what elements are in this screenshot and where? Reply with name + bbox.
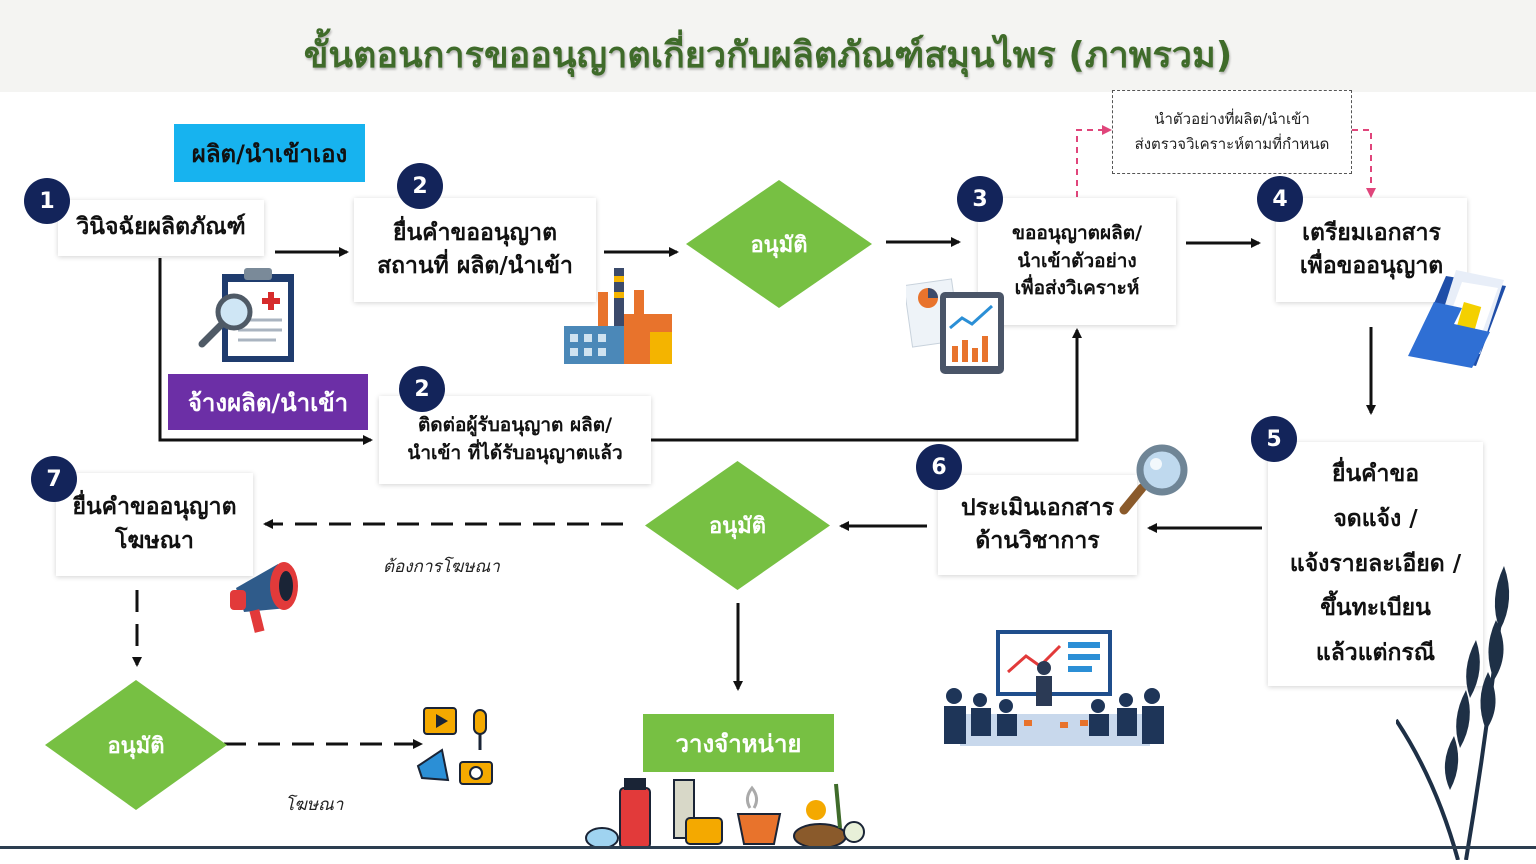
step-2b-line2: นำเข้า ที่ได้รับอนุญาตแล้ว bbox=[407, 442, 623, 464]
tag-sale: วางจำหน่าย bbox=[643, 714, 834, 772]
want-advert-label: ต้องการโฆษณา bbox=[383, 557, 500, 577]
magnifier-icon bbox=[1119, 444, 1188, 515]
step-7-box: ยื่นคำขออนุญาต โฆษณา bbox=[56, 473, 253, 576]
approve-diamond-1: อนุมัติ bbox=[686, 180, 872, 308]
step-3-badge: 3 bbox=[957, 176, 1003, 222]
step-2a-badge: 2 bbox=[397, 163, 443, 209]
note-line2: ส่งตรวจวิเคราะห์ตามที่กำหนด bbox=[1134, 135, 1330, 153]
approve-diamond-1-label: อนุมัติ bbox=[750, 232, 808, 258]
note-line1: นำตัวอย่างที่ผลิต/นำเข้า bbox=[1154, 110, 1310, 129]
step-1-badge: 1 bbox=[24, 178, 70, 224]
step-2b-line1: ติดต่อผู้รับอนุญาต ผลิต/ bbox=[417, 414, 613, 437]
step-7-badge: 7 bbox=[31, 456, 77, 502]
step-2a-box: ยื่นคำขออนุญาต สถานที่ ผลิต/นำเข้า bbox=[354, 198, 596, 302]
step-1-text: วินิจฉัยผลิตภัณฑ์ bbox=[76, 214, 246, 241]
step-4-badge: 4 bbox=[1257, 176, 1303, 222]
step-2b-badge: 2 bbox=[399, 366, 445, 412]
media-advert-icon bbox=[416, 707, 493, 785]
meeting-presentation-icon bbox=[944, 630, 1164, 746]
step-7-line1: ยื่นคำขออนุญาต bbox=[72, 494, 237, 521]
page-title: ขั้นตอนการขออนุญาตเกี่ยวกับผลิตภัณฑ์สมุน… bbox=[303, 35, 1233, 76]
factory-icon bbox=[564, 268, 672, 364]
step-3-line2: นำเข้าตัวอย่าง bbox=[1017, 249, 1137, 272]
title-bar bbox=[0, 0, 1536, 92]
step-5-badge: 5 bbox=[1251, 416, 1297, 462]
step-4-box: เตรียมเอกสาร เพื่อขออนุญาต bbox=[1276, 198, 1467, 302]
step-4-line1: เตรียมเอกสาร bbox=[1302, 219, 1441, 246]
step-7-line2: โฆษณา bbox=[115, 527, 194, 554]
step-5-line5: แล้วแต่กรณี bbox=[1315, 640, 1436, 667]
bottom-divider bbox=[0, 846, 1536, 849]
step-3-line1: ขออนุญาตผลิต/ bbox=[1011, 222, 1143, 245]
step-4-line2: เพื่อขออนุญาต bbox=[1299, 253, 1444, 279]
sample-analysis-note: นำตัวอย่างที่ผลิต/นำเข้า ส่งตรวจวิเคราะห… bbox=[1112, 90, 1352, 174]
step-6-badge: 6 bbox=[916, 444, 962, 490]
approve-diamond-2: อนุมัติ bbox=[645, 461, 830, 590]
step-6-line1: ประเมินเอกสาร bbox=[961, 494, 1114, 521]
megaphone-icon bbox=[230, 562, 298, 633]
step-2a-line2: สถานที่ ผลิต/นำเข้า bbox=[377, 253, 573, 279]
report-tablet-icon bbox=[906, 278, 1004, 374]
advert-label: โฆษณา bbox=[285, 795, 344, 815]
approve-diamond-3: อนุมัติ bbox=[45, 680, 227, 810]
folder-documents-icon bbox=[1408, 270, 1506, 368]
step-3-line3: เพื่อส่งวิเคราะห์ bbox=[1014, 277, 1140, 300]
herbal-products-icon bbox=[585, 778, 865, 849]
clipboard-magnifier-icon bbox=[198, 268, 294, 362]
step-1-box: วินิจฉัยผลิตภัณฑ์ bbox=[58, 200, 264, 256]
approve-diamond-2-label: อนุมัติ bbox=[708, 514, 767, 539]
approve-diamond-3-label: อนุมัติ bbox=[107, 733, 165, 759]
tag-self-produce: ผลิต/นำเข้าเอง bbox=[174, 124, 365, 182]
step-5-line4: ขึ้นทะเบียน bbox=[1320, 595, 1431, 622]
step-6-box: ประเมินเอกสาร ด้านวิชาการ bbox=[938, 475, 1137, 575]
step-5-line1: ยื่นคำขอ bbox=[1331, 460, 1420, 487]
step-5-line2: จดแจ้ง / bbox=[1333, 505, 1418, 532]
step-3-box: ขออนุญาตผลิต/ นำเข้าตัวอย่าง เพื่อส่งวิเ… bbox=[978, 198, 1176, 325]
step-2a-line1: ยื่นคำขออนุญาต bbox=[392, 219, 558, 246]
step-5-box: ยื่นคำขอ จดแจ้ง / แจ้งรายละเอียด / ขึ้นท… bbox=[1268, 442, 1483, 686]
wheat-decoration-icon bbox=[1396, 566, 1510, 860]
step-5-line3: แจ้งรายละเอียด / bbox=[1289, 550, 1462, 577]
tag-contract-produce: จ้างผลิต/นำเข้า bbox=[168, 374, 368, 430]
step-6-line2: ด้านวิชาการ bbox=[975, 528, 1100, 554]
